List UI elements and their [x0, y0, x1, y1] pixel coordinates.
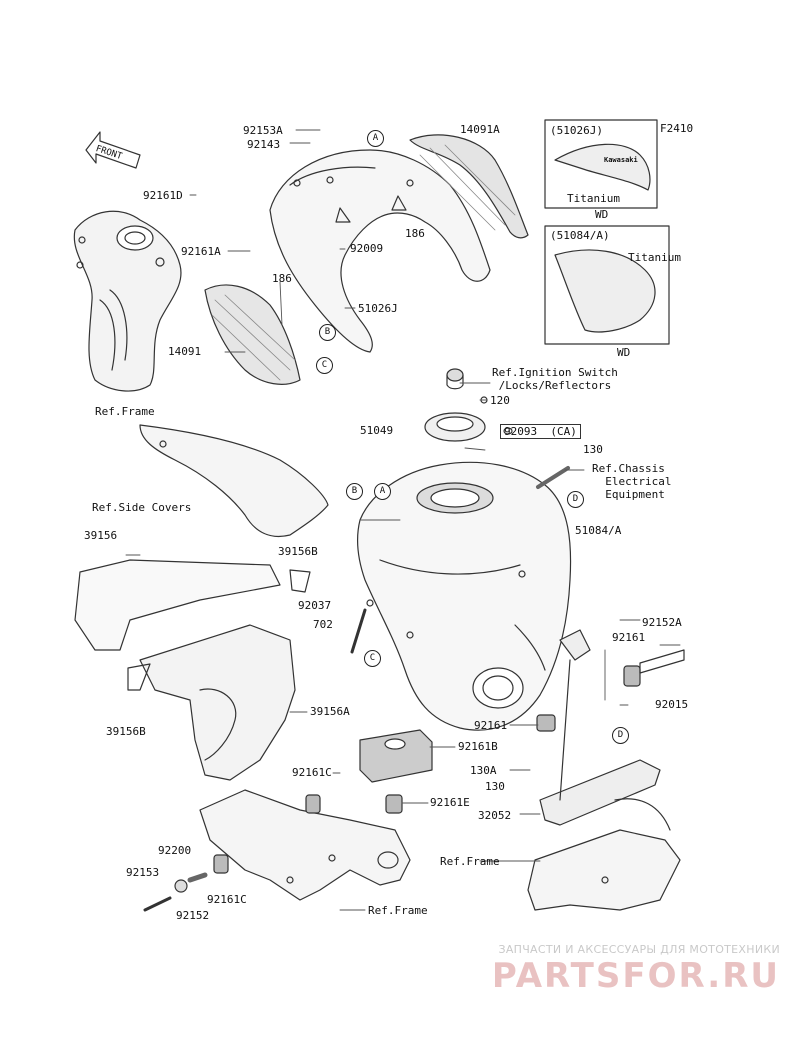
part-label-92161: 92161 [612, 631, 646, 644]
diagram-code: F2410 [660, 122, 694, 135]
part-label-92161b: 92161B [458, 740, 498, 753]
filler-cap [424, 368, 513, 442]
part-label-51049: 51049 [360, 424, 394, 437]
collar-92152 [187, 872, 208, 883]
inset-bottom-part-label: (51084/A) [550, 229, 610, 242]
mount-92161c-b [213, 854, 229, 874]
heat-shield-39156 [74, 559, 281, 651]
inset-top-logo: Kawasaki [604, 156, 638, 164]
heat-shield-39156a [139, 624, 296, 781]
part-label-32052: 32052 [478, 809, 512, 822]
part-label-92161-lower: 92161 [474, 719, 508, 732]
part-label-92093: 92093 [504, 425, 538, 438]
callout-b-top: B [319, 324, 336, 341]
ref-label-side-covers: Ref.Side Covers [92, 501, 192, 514]
mount-92161 [623, 665, 641, 687]
ref-label-frame-right: Ref.Frame [440, 855, 500, 868]
frame-lower-right [527, 798, 681, 911]
part-label-92143: 92143 [247, 138, 281, 151]
part-label-92153: 92153 [126, 866, 160, 879]
part-label-702: 702 [313, 618, 333, 631]
part-label-130-a: 130 [583, 443, 603, 456]
callout-d-bracket: D [612, 727, 629, 744]
ref-label-chassis: Ref.Chassis Electrical Equipment [592, 462, 672, 501]
rubber-block-92161b [359, 729, 433, 783]
part-label-92037: 92037 [298, 599, 332, 612]
leader-lines [125, 129, 681, 911]
fuel-tank-51049 [356, 461, 572, 731]
inset-bottom-material: Titanium [628, 251, 681, 264]
part-label-186-b: 186 [272, 272, 292, 285]
part-label-39156a: 39156A [310, 705, 350, 718]
inset-bottom-frame [544, 225, 670, 345]
front-arrow-icon [85, 131, 141, 169]
callout-c-top: C [316, 357, 333, 374]
part-label-120: 120 [490, 394, 510, 407]
ref-label-frame-bottom: Ref.Frame [368, 904, 428, 917]
part-label-92161c-b: 92161C [207, 893, 247, 906]
watermark-brand: PARTSFOR.RU [491, 956, 780, 996]
part-label-39156b-top: 39156B [278, 545, 318, 558]
inset-top-part-label: (51026J) [550, 124, 603, 137]
mount-92161-lower [536, 714, 556, 732]
part-label-92161c-a: 92161C [292, 766, 332, 779]
part-label-92093-box: 92093 (CA) [500, 424, 581, 439]
part-label-186-a: 186 [405, 227, 425, 240]
clip-39156b-top [289, 569, 311, 593]
part-label-14091: 14091 [168, 345, 202, 358]
part-label-92152: 92152 [176, 909, 210, 922]
callout-c-lower: C [364, 650, 381, 667]
mount-92161c [305, 794, 321, 814]
callout-a-tank: A [374, 483, 391, 500]
part-label-51026j: 51026J [358, 302, 398, 315]
inset-top-material: Titanium [567, 192, 620, 205]
inset-top-part [554, 143, 651, 191]
upper-cover-51026j [269, 149, 491, 353]
washer-92037 [366, 599, 374, 607]
bracket-32052 [539, 629, 661, 826]
callout-a-top: A [367, 130, 384, 147]
inset-top-caption: WD [595, 208, 609, 221]
pin-92152a [639, 649, 685, 674]
part-label-39156: 39156 [84, 529, 118, 542]
part-label-92161a: 92161A [181, 245, 221, 258]
watermark: ЗАПЧАСТИ И АКСЕССУАРЫ ДЛЯ МОТОТЕХНИКИ PA… [492, 943, 780, 996]
callout-d-tank: D [567, 491, 584, 508]
inset-bottom-part [554, 249, 656, 333]
chassis-wire [536, 466, 570, 489]
callout-b-tank: B [346, 483, 363, 500]
mesh-panel-14091 [204, 284, 301, 385]
washer-92200 [174, 879, 188, 893]
part-label-92152a: 92152A [642, 616, 682, 629]
watermark-caption: ЗАПЧАСТИ И АКСЕССУАРЫ ДЛЯ МОТОТЕХНИКИ [498, 943, 780, 956]
part-label-92153a: 92153A [243, 124, 283, 137]
part-label-130a: 130A [470, 764, 497, 777]
mount-92161e [385, 794, 403, 814]
bolt-92153 [143, 896, 172, 912]
frame-lower-left [199, 789, 411, 901]
part-label-14091a: 14091A [460, 123, 500, 136]
part-label-51084a: 51084/A [575, 524, 622, 537]
mesh-panel-14091a [409, 134, 529, 239]
part-label-39156b-bottom: 39156B [106, 725, 146, 738]
ref-label-ignition: Ref.Ignition Switch /Locks/Reflectors [492, 366, 618, 392]
part-label-130-b: 130 [485, 780, 505, 793]
part-label-92093-note: (CA) [550, 425, 577, 438]
part-label-92161e: 92161E [430, 796, 470, 809]
ref-label-frame-left: Ref.Frame [95, 405, 155, 418]
part-label-92200: 92200 [158, 844, 192, 857]
bolt-702 [350, 608, 367, 654]
side-trim-piece [139, 424, 329, 537]
part-label-92161d: 92161D [143, 189, 183, 202]
clip-39156b-bottom [127, 663, 151, 691]
inset-bottom-caption: WD [617, 346, 631, 359]
part-label-92009: 92009 [350, 242, 384, 255]
frame-upper-left [73, 210, 182, 392]
part-label-92015: 92015 [655, 698, 689, 711]
inset-top-frame [544, 119, 658, 209]
